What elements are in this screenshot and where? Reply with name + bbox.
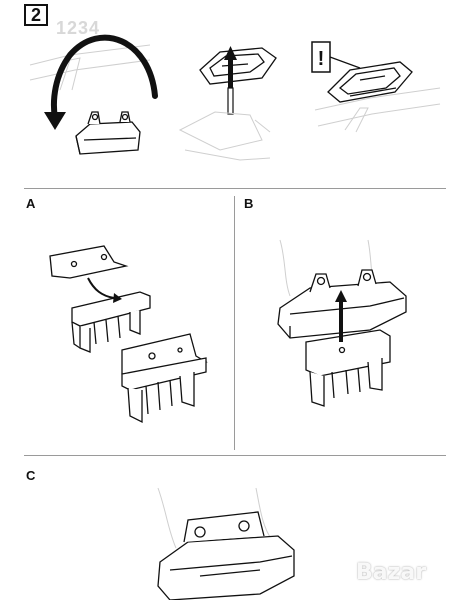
- foot-pad-right: [327, 61, 413, 103]
- roof-sketch-middle: [178, 111, 271, 161]
- base-block-bottom: [121, 357, 207, 391]
- top-illustration-row: !: [29, 34, 441, 161]
- panel-a-arrow: [87, 277, 115, 299]
- panel-label-b: B: [244, 196, 254, 211]
- panel-label-c: C: [26, 468, 36, 483]
- lift-arrow-head: [224, 46, 237, 60]
- bazar-logo: Bazar: [350, 556, 454, 592]
- rotate-arrow: [50, 34, 158, 121]
- roof-bar-sketch-left: [29, 44, 151, 91]
- warning-symbol: !: [318, 48, 325, 70]
- lift-arrow-b-shaft: [339, 300, 343, 342]
- panel-a-illustration: [49, 245, 208, 424]
- lift-post: [227, 87, 234, 115]
- step-number-box: 2: [24, 4, 48, 26]
- divider-top: [24, 188, 446, 189]
- foot-pad-c: [157, 535, 295, 600]
- panel-label-a: A: [26, 196, 36, 211]
- warning-pointer: [329, 56, 361, 69]
- divider-bottom: [24, 455, 446, 456]
- divider-middle: [234, 196, 235, 450]
- roof-bar-sketch-right: [314, 87, 441, 133]
- bracket-plate-top: [49, 245, 129, 279]
- lift-arrow-shaft: [228, 58, 233, 88]
- logo-text: Bazar: [356, 560, 427, 585]
- rotate-arrow-head: [44, 112, 66, 130]
- panel-b-illustration: [277, 239, 407, 407]
- lift-arrow-b-head: [335, 290, 347, 302]
- step-number: 2: [30, 5, 41, 25]
- foot-pad-left: [75, 111, 141, 155]
- foot-pad-middle: [199, 47, 277, 85]
- panel-c-illustration: [157, 487, 295, 600]
- faint-watermark-number: 1234: [56, 18, 101, 38]
